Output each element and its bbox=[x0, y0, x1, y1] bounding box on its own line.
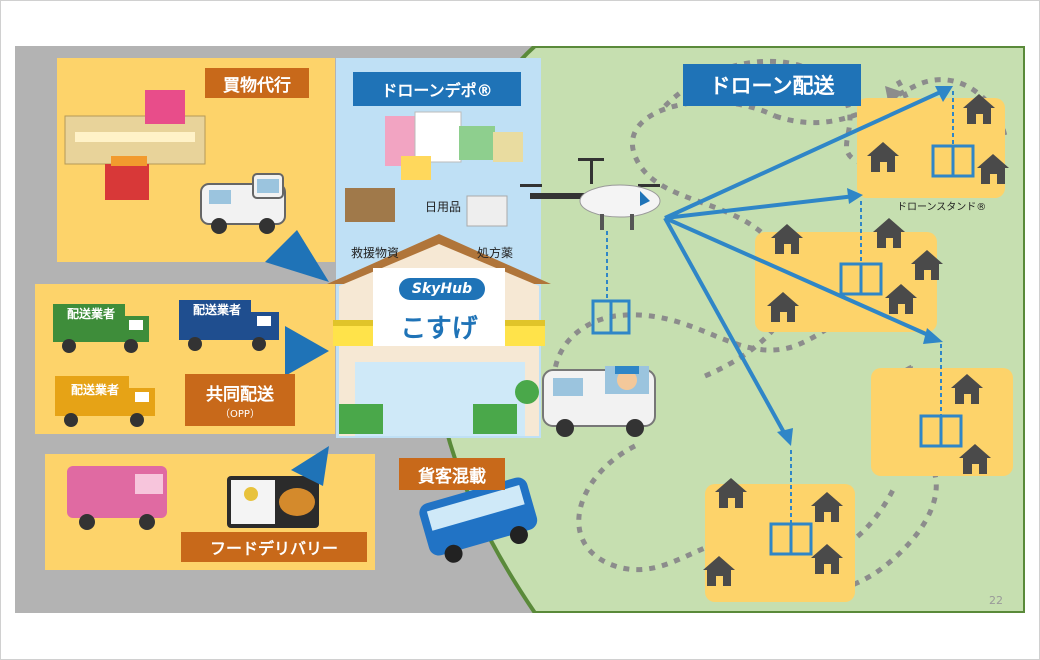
slide: 買物代行 ドローンデポ® ドローン配送 日用品 救援物資 処方薬 SkyHub … bbox=[15, 46, 1025, 613]
stand-cages bbox=[769, 91, 975, 556]
joint-delivery-label: 共同配送 （OPP） bbox=[185, 374, 295, 426]
van-illustration bbox=[200, 173, 286, 234]
arrow-from-food bbox=[291, 446, 329, 486]
food-truck bbox=[67, 466, 167, 530]
houses bbox=[703, 94, 1009, 586]
carrier-label-1: 配送業者 bbox=[57, 304, 125, 322]
store-building bbox=[327, 234, 551, 436]
supermarket-illustration bbox=[64, 90, 206, 200]
relief-goods-label: 救援物資 bbox=[351, 246, 400, 260]
mixed-cargo-label: 貨客混載 bbox=[399, 458, 505, 490]
depot-title: ドローンデポ® bbox=[353, 72, 521, 106]
drone bbox=[520, 158, 661, 230]
kosuge-label: こすげ bbox=[400, 314, 478, 344]
depot-products bbox=[345, 111, 523, 227]
carrier-label-2: 配送業者 bbox=[183, 300, 251, 318]
shopping-label: 買物代行 bbox=[205, 68, 309, 98]
drone-stand-label: ドローンスタンド® bbox=[897, 202, 987, 213]
delivery-arrows bbox=[663, 86, 953, 446]
arrow-from-carrier bbox=[285, 326, 329, 376]
daily-goods-label: 日用品 bbox=[425, 200, 462, 214]
prescription-label: 処方薬 bbox=[477, 246, 514, 260]
bus bbox=[419, 477, 538, 563]
carrier-label-3: 配送業者 bbox=[61, 380, 129, 398]
opp-text: （OPP） bbox=[220, 409, 260, 420]
cargo-box-drone bbox=[591, 299, 631, 335]
foreground-graphics bbox=[53, 86, 1009, 586]
bento-box bbox=[227, 476, 319, 528]
skyhub-logo: SkyHub bbox=[399, 278, 485, 300]
joint-delivery-text: 共同配送 bbox=[206, 385, 274, 405]
arrow-from-shopping bbox=[265, 230, 329, 282]
page-number: 22 bbox=[989, 594, 1003, 607]
food-delivery-label: フードデリバリー bbox=[181, 532, 367, 562]
truck-blue bbox=[179, 300, 279, 351]
drone-delivery-title: ドローン配送 bbox=[683, 64, 861, 106]
delivery-van bbox=[542, 366, 656, 437]
